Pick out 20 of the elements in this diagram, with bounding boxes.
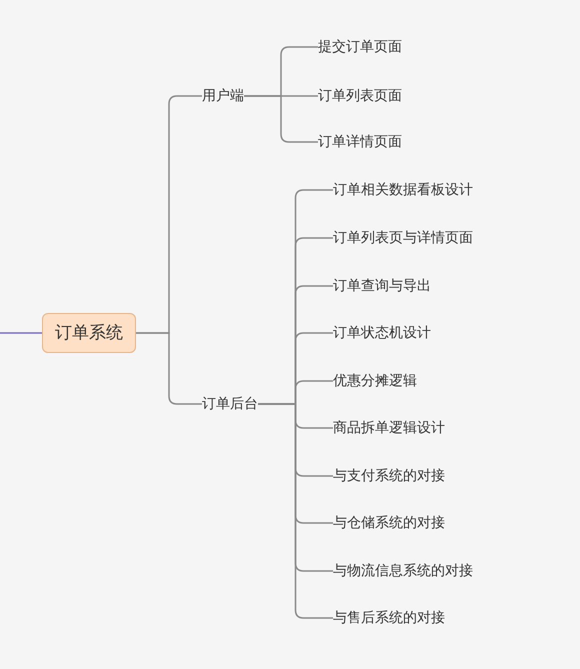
root-topic-box: 订单系统 [42,313,136,353]
topic-label: 与支付系统的对接 [333,466,445,486]
topic-label: 订单状态机设计 [333,323,431,343]
connector-line [258,403,333,619]
topic-label: 与仓储系统的对接 [333,513,445,533]
topic-label: 订单列表页面 [318,86,402,106]
topic-label: 与售后系统的对接 [333,608,445,628]
connector-line [136,332,202,405]
topic-label: 订单详情页面 [318,132,402,152]
topic-label: 与物流信息系统的对接 [333,561,473,581]
topic-label: 用户端 [202,86,244,106]
topic-label: 提交订单页面 [318,37,402,57]
topic-label: 优惠分摊逻辑 [333,371,417,391]
connector-line [0,332,42,334]
topic-label: 订单相关数据看板设计 [333,180,473,200]
connector-line [244,95,318,143]
topic-label: 订单列表页与详情页面 [333,228,473,248]
topic-label: 商品拆单逻辑设计 [333,418,445,438]
topic-label: 订单后台 [202,394,258,414]
topic-label: 订单查询与导出 [333,276,431,296]
